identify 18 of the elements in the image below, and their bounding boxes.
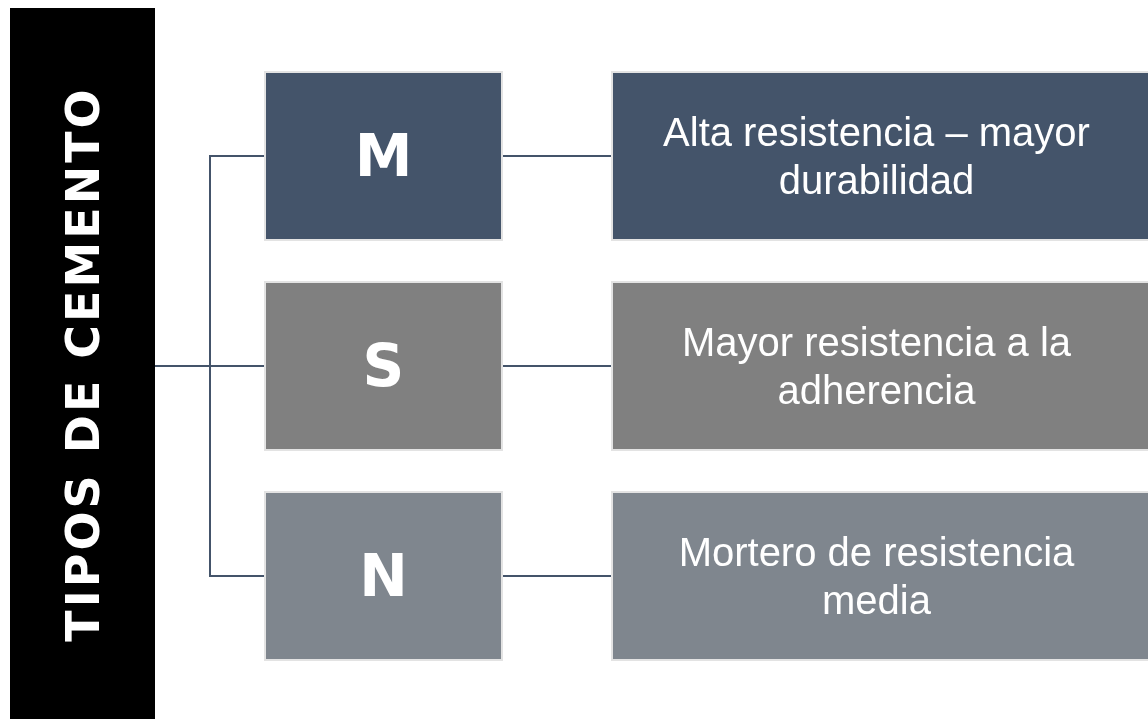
type-letter: M [354, 122, 413, 190]
description-box [611, 71, 1148, 241]
title-text: TIPOS DE CEMENTO [55, 85, 110, 642]
connector-line [502, 155, 612, 157]
connector-line [154, 365, 265, 577]
description-text: Alta resistencia – mayor durabilidad [662, 109, 1091, 204]
connector-line [502, 365, 612, 367]
connector-line [502, 575, 612, 577]
title-bar [10, 8, 155, 719]
description-box [611, 491, 1148, 661]
description-text: Mayor resistencia a la adherencia [680, 319, 1072, 414]
type-box [264, 71, 503, 241]
type-letter: S [362, 332, 405, 400]
description-text: Mortero de resistencia media [677, 529, 1076, 624]
type-box [264, 491, 503, 661]
type-letter: N [359, 542, 408, 610]
type-box [264, 281, 503, 451]
description-box [611, 281, 1148, 451]
